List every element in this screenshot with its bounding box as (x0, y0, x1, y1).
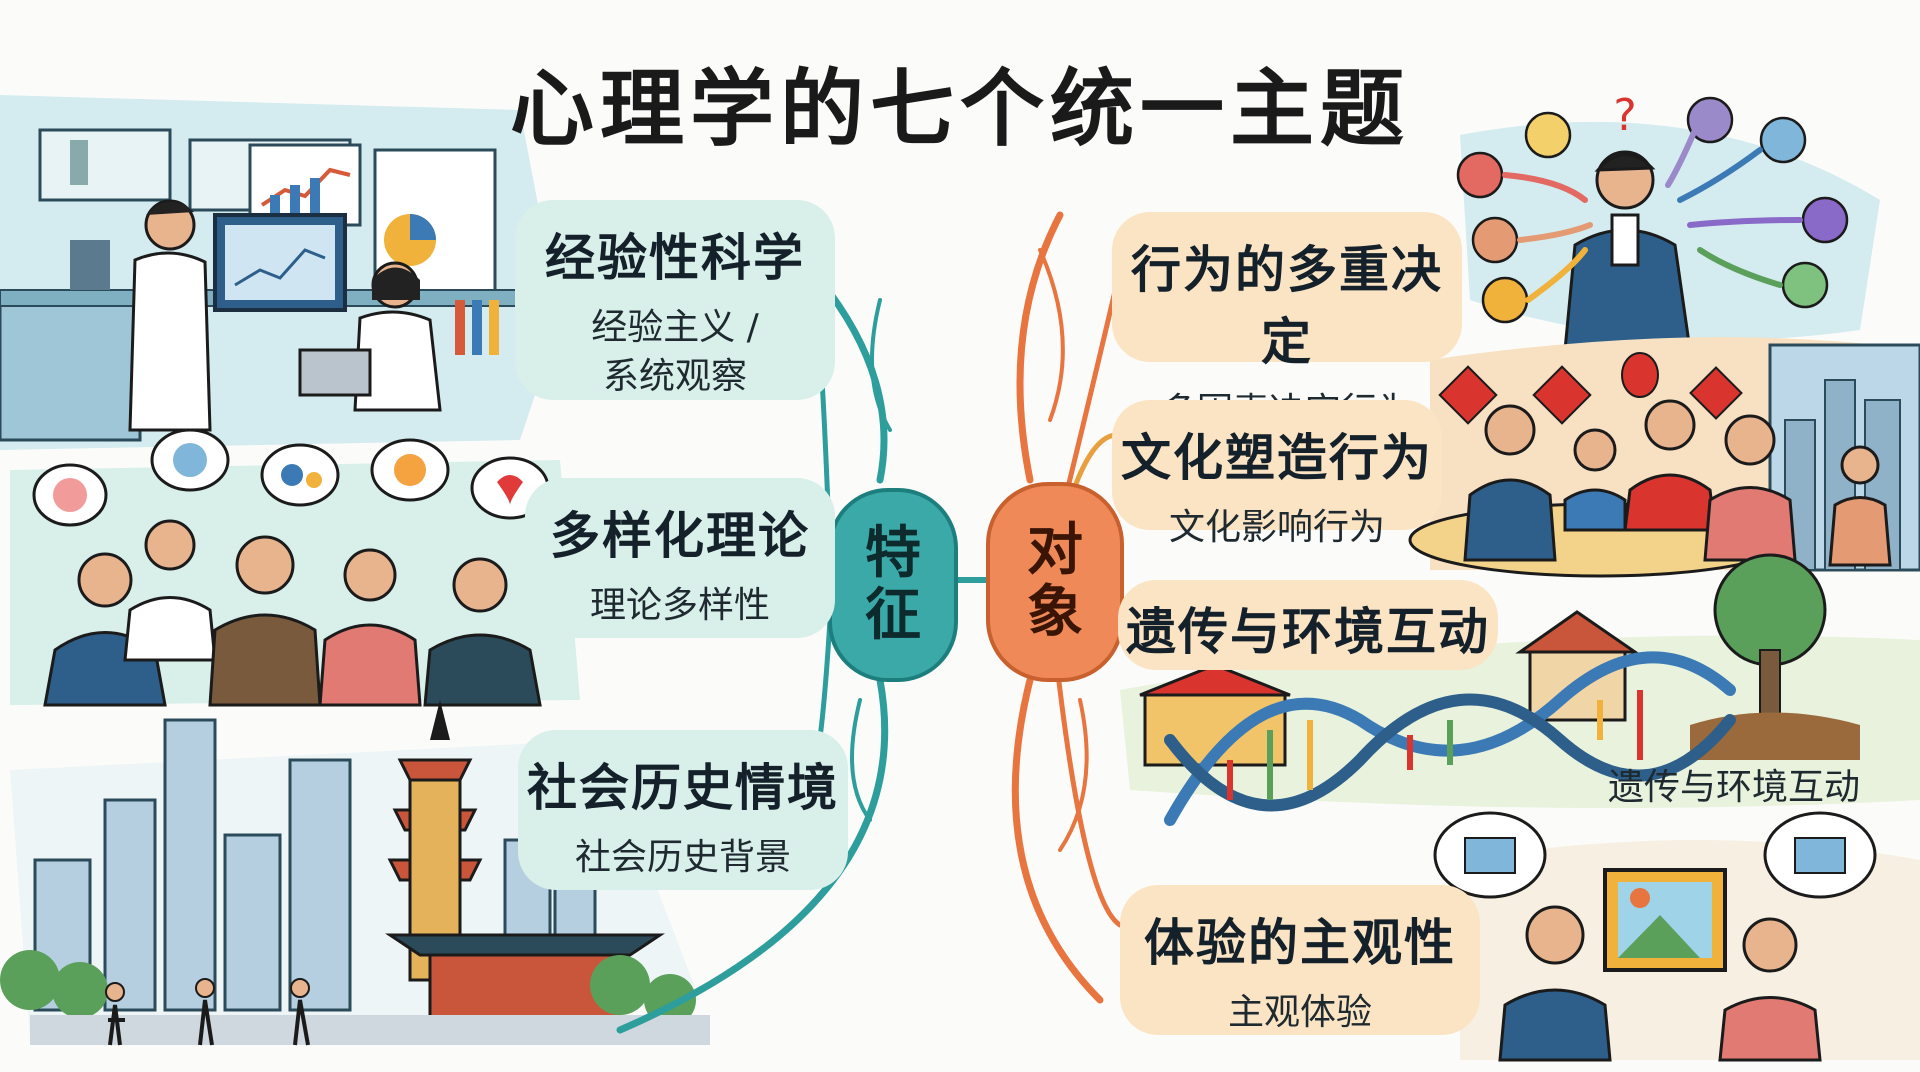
branch-subtitle: 社会历史背景 (574, 837, 791, 878)
svg-text:?: ? (1613, 90, 1636, 141)
thinking-man-illustration: ? (1456, 90, 1880, 352)
branch-subtitle: 理论多样性 (589, 585, 770, 626)
center-node-features: 特 征 (828, 488, 958, 682)
painting-viewers-illustration (1433, 811, 1920, 1062)
branch-heading: 体验的主观性 (1144, 914, 1456, 972)
branch-subtitle: 主观体验 (1227, 992, 1372, 1033)
branch-heading: 多样化理论 (550, 507, 810, 565)
dna-landscape-illustration (1120, 553, 1920, 826)
branch-heading: 行为的多重决定 (1131, 241, 1443, 371)
branch-subtitle: 经验主义 / 系统观察 (591, 307, 759, 397)
branch-subtitle: 文化影响行为 (1168, 507, 1385, 548)
branch-heading: 遗传与环境互动 (1126, 603, 1490, 661)
branch-multiple-determination: 行为的多重决定 多因素决定行为 (1112, 212, 1462, 432)
center-node-objects: 对 象 (986, 482, 1124, 682)
branch-heading: 社会历史情境 (527, 759, 839, 817)
page-title: 心理学的七个统一主题 (509, 60, 1410, 158)
center-node-features-char-1: 特 (865, 521, 921, 587)
branch-heredity-environment: 遗传与环境互动 (1118, 580, 1498, 670)
laboratory-illustration (0, 95, 561, 450)
branch-culture-shapes-behavior: 文化塑造行为 文化影响行为 (1112, 400, 1442, 548)
dna-landscape-caption: 遗传与环境互动 (1608, 767, 1861, 808)
branch-diverse-theories: 多样化理论 理论多样性 (525, 478, 835, 638)
branch-empirical-science: 经验性科学 经验主义 / 系统观察 (515, 200, 835, 400)
branch-socio-historical-context: 社会历史情境 社会历史背景 (518, 730, 848, 890)
center-node-features-char-2: 征 (865, 583, 921, 648)
branch-heading: 经验性科学 (545, 229, 805, 287)
branch-heading: 文化塑造行为 (1121, 429, 1433, 487)
center-node-objects-char-2: 象 (1027, 580, 1083, 645)
center-node-objects-char-1: 对 (1027, 518, 1083, 584)
family-dinner-illustration (1408, 337, 1920, 578)
branch-subjective-experience: 体验的主观性 主观体验 (1120, 885, 1480, 1035)
scholars-illustration (10, 428, 580, 707)
